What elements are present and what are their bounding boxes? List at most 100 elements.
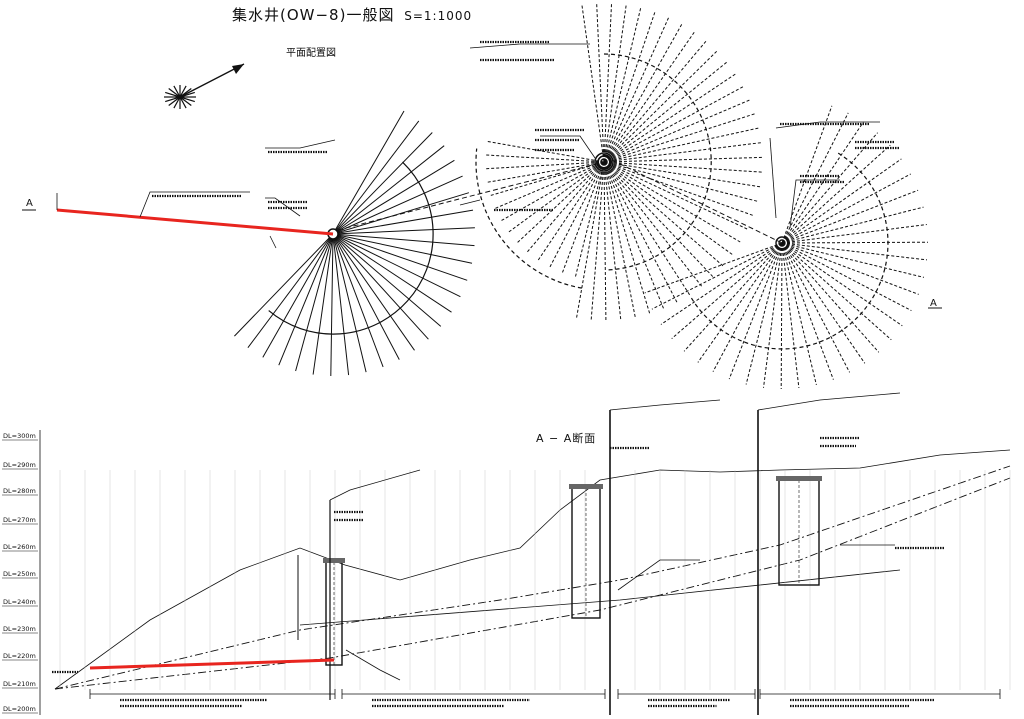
section-well2-cap	[569, 484, 603, 489]
compass-ray	[179, 96, 195, 103]
well1-drains-drain	[332, 175, 463, 235]
plan-view-label: 平面配置図	[286, 48, 336, 59]
well1-top-leader	[265, 139, 336, 149]
well2-drains-drain	[603, 73, 736, 163]
well3-drains-drain	[697, 242, 783, 363]
well3-drains-drain	[781, 242, 912, 312]
elevation-label: DL=300m	[3, 432, 36, 440]
well2-shaft-ring	[594, 152, 614, 172]
well2-drains-drain	[603, 17, 669, 163]
well2-drains-left-drain	[486, 154, 605, 163]
compass-ray	[168, 88, 181, 98]
well1-leader	[265, 197, 301, 217]
well3-drains-drain	[781, 242, 919, 295]
well2-drains-drain	[603, 161, 678, 303]
well3-drains-drain	[781, 242, 892, 341]
well2-drains-drain	[581, 5, 605, 163]
well1-drains-drain	[332, 110, 405, 235]
well2-drains-drain	[603, 12, 656, 163]
well2-drains-drain	[603, 8, 642, 163]
well3-drain-arc	[689, 152, 889, 350]
angle-mark	[269, 235, 277, 249]
well2-drain-arc-inner	[603, 53, 712, 271]
well3-drains-drain	[763, 242, 783, 388]
well1-drains-drain	[332, 233, 384, 368]
compass-ray	[179, 96, 192, 106]
well2-drains-drain	[603, 142, 761, 163]
compass-ray	[168, 96, 181, 106]
well3-drains-drain	[781, 242, 903, 327]
well1-drains-drain	[332, 120, 420, 235]
well2-drains-drain	[603, 161, 753, 216]
well1-drains-drain	[332, 233, 442, 327]
well1-section-leader	[329, 469, 421, 501]
well2-drains-drain	[603, 86, 744, 163]
well2-shaft-ring	[600, 158, 608, 166]
well2-drains-drain	[603, 161, 741, 243]
section-well3	[776, 476, 822, 586]
compass-arrowhead	[232, 64, 244, 74]
well2-shaft-ring	[597, 155, 611, 169]
well1-drains-drain	[262, 233, 334, 358]
well1-drains-drain	[295, 233, 334, 372]
well3-drains-drain	[781, 206, 924, 244]
slip-surface-2	[54, 477, 1011, 690]
well3-drains-drain	[781, 144, 891, 244]
well2-drains-left-drain	[562, 161, 605, 273]
elevation-label: DL=210m	[3, 680, 36, 688]
well2-drains-drain	[603, 161, 761, 188]
well3-drains-drain	[671, 242, 783, 339]
well2-top-leader-1	[469, 43, 590, 49]
well2-drains-drain	[603, 50, 718, 163]
well3-drains-drain	[781, 242, 834, 380]
plan-pipe-leader	[139, 191, 250, 218]
well1-drains-drain	[332, 233, 473, 264]
well1-drains-drain	[332, 132, 433, 235]
compass-ray	[179, 85, 187, 98]
compass-ray	[173, 85, 181, 98]
well2-drains-drain	[603, 161, 691, 296]
well3-drains-drain	[644, 242, 783, 294]
well2-drains-drain	[596, 4, 605, 163]
well3-top-leader	[775, 121, 880, 129]
well3-drains-drain	[781, 242, 851, 373]
well2-drains-left-drain	[508, 161, 605, 233]
well1-drains-drain	[278, 233, 334, 366]
well1-drains-drain	[332, 145, 445, 235]
well1-drains-drain	[332, 233, 461, 298]
well3-drains-drain	[781, 242, 928, 261]
well1-drain-arc	[268, 161, 434, 335]
well3-drains-drain	[683, 242, 783, 352]
well3-leader	[789, 179, 840, 229]
well2-drains	[576, 4, 762, 321]
section-well2	[569, 484, 603, 619]
well2-drains-drain	[603, 161, 748, 230]
well2-drains-drain	[603, 161, 664, 309]
well1-drains-drain	[332, 233, 452, 313]
well2-drains-drain	[603, 5, 627, 163]
link1-leader	[459, 199, 481, 206]
section-well1-cap	[323, 558, 345, 563]
slip-surface-1	[54, 465, 1011, 690]
compass-ray	[179, 96, 187, 109]
compass-ray	[165, 91, 181, 98]
well2-drains-drain	[603, 24, 683, 163]
well3-drains-drain	[781, 242, 925, 278]
well2-drains-drain	[603, 4, 612, 163]
well1-drains-drain	[234, 233, 334, 337]
well3-drains-drain	[728, 242, 783, 380]
well3-drains-drain	[660, 242, 783, 325]
well1-drains-drain	[247, 233, 334, 348]
well2-drains-drain	[603, 161, 607, 321]
drawing-title: 集水井(OW−8)一般図 S=1:1000	[232, 4, 472, 25]
well1-drains-drain	[332, 159, 455, 235]
well2-drains-drain	[603, 99, 750, 163]
well3-drains-drain	[781, 242, 880, 353]
elevation-label: DL=200m	[3, 705, 36, 713]
well1-drains-drain	[332, 233, 475, 247]
well1-bottom-leader	[345, 649, 401, 681]
well3-drains-drain	[781, 224, 927, 244]
well2-drains-drain	[603, 161, 636, 317]
well1-drains-drain	[332, 233, 429, 340]
well3-drains-drain	[781, 242, 800, 389]
